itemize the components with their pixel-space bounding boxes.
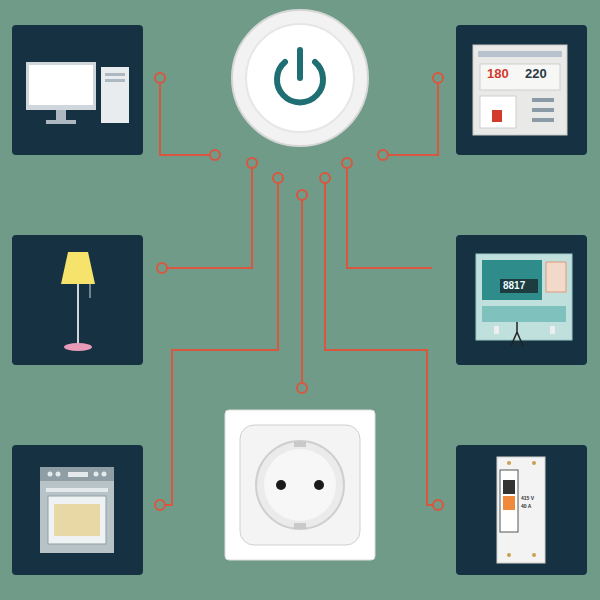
- panel-label: 415 V: [521, 496, 534, 501]
- panel-label: 220: [525, 67, 547, 80]
- panel-label: 40 A: [521, 504, 531, 509]
- panel-label: 180: [487, 67, 509, 80]
- panel-label: 8817: [503, 281, 525, 291]
